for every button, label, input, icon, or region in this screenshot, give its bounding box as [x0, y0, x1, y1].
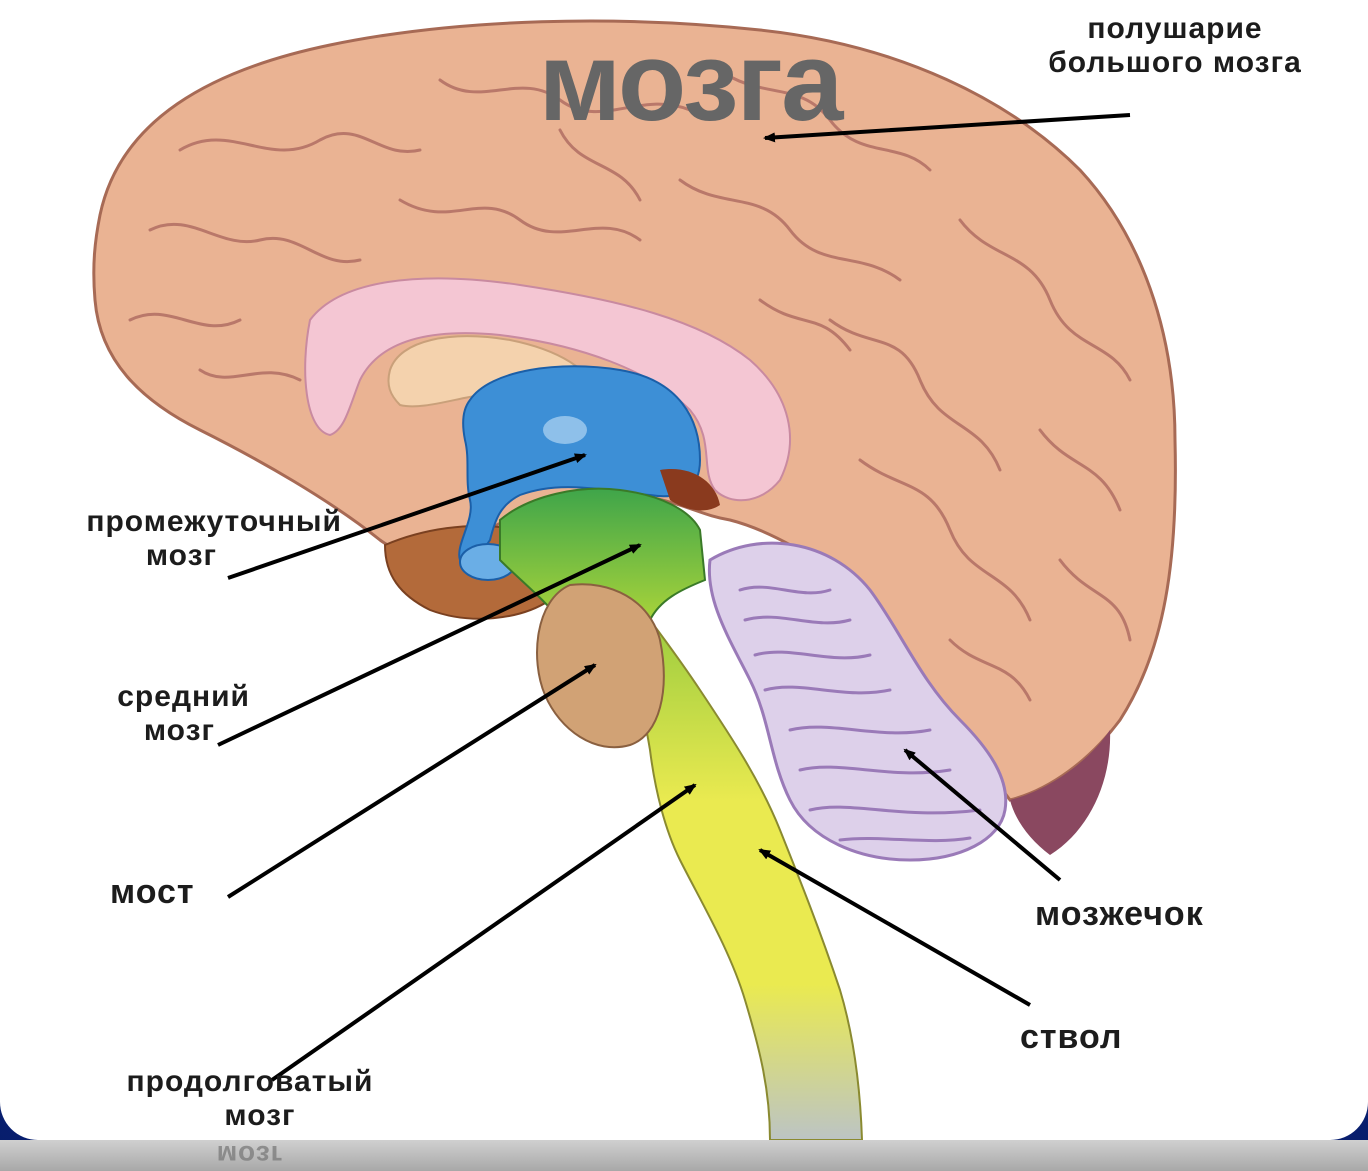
- label-diencephalon-line1: промежуточный: [0, 505, 342, 539]
- label-hemisphere: полушарие большого мозга: [985, 12, 1365, 80]
- diagram-panel: мозга полушарие большого мозга промежуто…: [0, 0, 1368, 1140]
- label-diencephalon-line2: мозг: [0, 539, 342, 573]
- label-hemisphere-line2: большого мозга: [985, 46, 1365, 80]
- ventricle-spot: [543, 416, 587, 444]
- label-pons: мост: [110, 873, 230, 911]
- label-midbrain: средний мозг: [40, 680, 250, 748]
- label-stem: ствол: [1020, 1018, 1170, 1056]
- label-cerebellum: мозжечок: [1035, 895, 1275, 933]
- label-midbrain-line1: средний: [40, 680, 250, 714]
- reflection-text: мозг: [180, 1140, 320, 1171]
- slide-title: мозга: [470, 22, 910, 142]
- label-medulla: продолговатый мозг: [85, 1065, 415, 1133]
- label-medulla-line2: мозг: [85, 1099, 415, 1133]
- label-diencephalon: промежуточный мозг: [0, 505, 342, 573]
- label-medulla-line1: продолговатый: [85, 1065, 415, 1099]
- label-hemisphere-line1: полушарие: [985, 12, 1365, 46]
- label-midbrain-line2: мозг: [40, 714, 250, 748]
